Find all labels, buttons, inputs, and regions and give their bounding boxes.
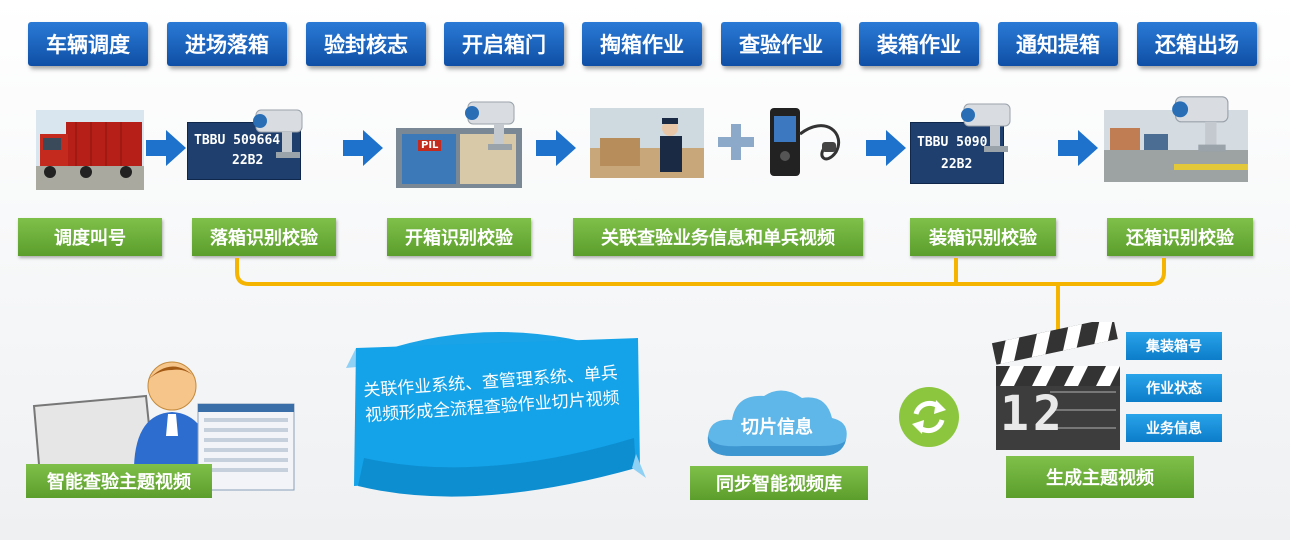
label-open-verify: 开箱识别校验 — [387, 218, 531, 256]
label-drop-verify: 落箱识别校验 — [192, 218, 336, 256]
label-link-inspection: 关联查验业务信息和单兵视频 — [573, 218, 863, 256]
container-type: 22B2 — [232, 153, 264, 168]
tag-container-number: 集装箱号 — [1126, 332, 1222, 360]
label-sync-video-library: 同步智能视频库 — [690, 466, 868, 500]
cctv-camera-icon — [253, 109, 303, 158]
step-notify-pickup: 通知提箱 — [998, 22, 1118, 66]
step-unload: 掏箱作业 — [582, 22, 702, 66]
arrow-right-icon — [536, 130, 576, 166]
arrow-right-icon — [146, 130, 186, 166]
tag-business-info: 业务信息 — [1126, 414, 1222, 442]
step-return-exit: 还箱出场 — [1137, 22, 1257, 66]
container-photo: TBBU 5090 22B2 — [910, 122, 1004, 184]
arrow-right-icon — [343, 130, 383, 166]
step-open-door: 开启箱门 — [444, 22, 564, 66]
label-return-verify: 还箱识别校验 — [1107, 218, 1253, 256]
label-generate-theme-video: 生成主题视频 — [1006, 456, 1194, 498]
arrow-right-icon — [1058, 130, 1098, 166]
arrow-right-icon — [866, 130, 906, 166]
container-type: 22B2 — [941, 157, 973, 172]
step-vehicle-dispatch: 车辆调度 — [28, 22, 148, 66]
container-code: TBBU 509664 — [194, 133, 281, 148]
laptop-user-icon — [29, 361, 295, 491]
process-ribbon — [346, 331, 646, 497]
tag-operation-status: 作业状态 — [1126, 374, 1222, 402]
inspector-photo — [590, 108, 704, 178]
cctv-camera-icon — [465, 101, 515, 150]
cloud-icon — [707, 390, 847, 456]
body-camera-device-photo — [770, 108, 841, 176]
step-enter-drop: 进场落箱 — [167, 22, 287, 66]
refresh-icon — [899, 387, 959, 447]
cloud-label: 切片信息 — [741, 417, 813, 438]
cctv-camera-icon — [961, 103, 1011, 152]
clapper-number: 12 — [1000, 386, 1066, 442]
clapperboard-icon — [991, 322, 1120, 450]
step-seal-check: 验封核志 — [306, 22, 426, 66]
open-container-photo: PIL — [396, 128, 522, 188]
label-load-verify: 装箱识别校验 — [910, 218, 1056, 256]
step-load: 装箱作业 — [859, 22, 979, 66]
label-smart-inspection-video: 智能查验主题视频 — [26, 464, 212, 498]
label-dispatch-call: 调度叫号 — [18, 218, 162, 256]
plus-icon — [718, 124, 754, 160]
step-inspect: 查验作业 — [721, 22, 841, 66]
cctv-camera-icon — [1172, 96, 1229, 152]
truck-photo — [36, 110, 144, 190]
pil-logo: PIL — [418, 140, 442, 151]
container-code: TBBU 5090 — [917, 135, 988, 150]
